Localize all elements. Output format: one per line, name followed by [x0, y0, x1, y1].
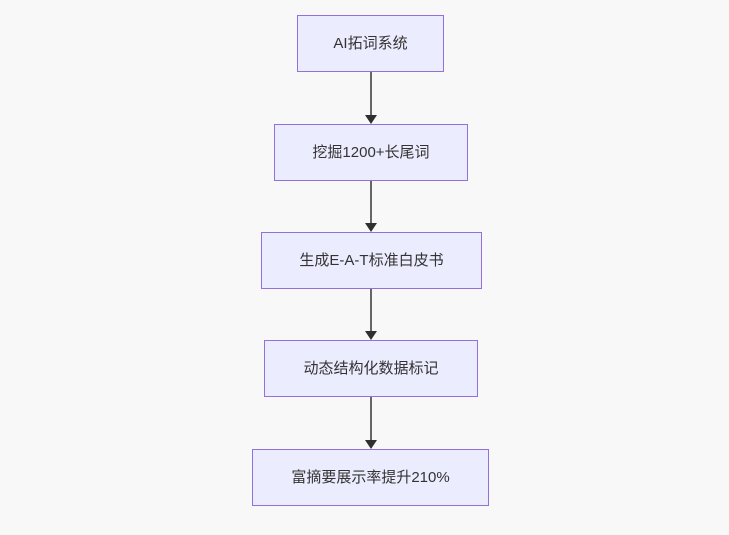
- edge-a-to-b: [365, 72, 377, 124]
- edge-c-to-d: [365, 289, 377, 340]
- node-label: 挖掘1200+长尾词: [312, 144, 430, 161]
- node-label: 富摘要展示率提升210%: [291, 469, 450, 486]
- node-dynamic-structured-data-markup: 动态结构化数据标记: [264, 340, 478, 397]
- node-eat-standard-whitepaper: 生成E-A-T标准白皮书: [261, 232, 482, 289]
- arrowhead-down-icon: [365, 331, 377, 340]
- arrowhead-down-icon: [365, 223, 377, 232]
- edge-b-to-c: [365, 181, 377, 232]
- node-label: 生成E-A-T标准白皮书: [299, 252, 444, 269]
- node-label: AI拓词系统: [333, 35, 408, 52]
- arrowhead-down-icon: [365, 115, 377, 124]
- node-ai-word-expansion-system: AI拓词系统: [297, 15, 444, 72]
- node-longtail-keyword-mining: 挖掘1200+长尾词: [274, 124, 468, 181]
- arrowhead-down-icon: [365, 440, 377, 449]
- node-label: 动态结构化数据标记: [303, 360, 439, 377]
- node-rich-snippet-rate-increase: 富摘要展示率提升210%: [252, 449, 489, 506]
- edge-d-to-e: [365, 397, 377, 449]
